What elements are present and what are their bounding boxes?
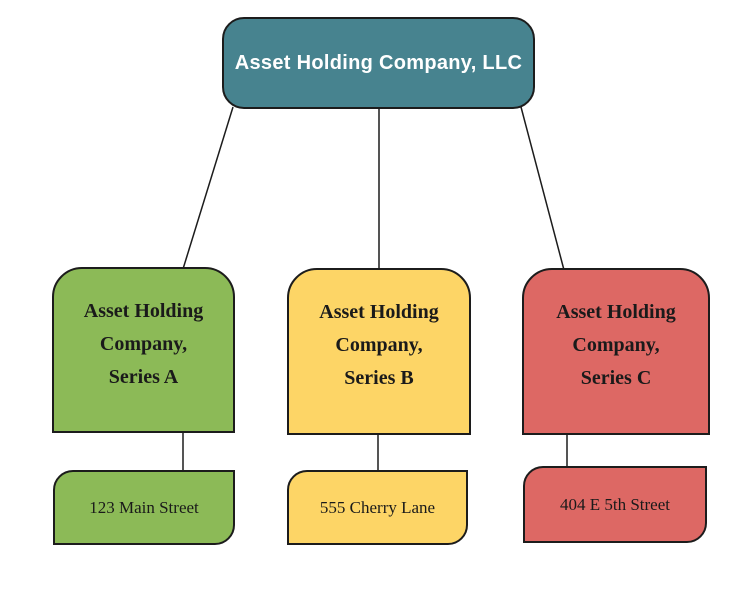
- node-address-series-c: 404 E 5th Street: [523, 466, 707, 543]
- node-series-c-label-line-1: Asset Holding: [556, 301, 676, 323]
- node-series-b-label-line-1: Asset Holding: [319, 301, 439, 323]
- node-series-c-label-line-3: Series C: [580, 367, 652, 389]
- node-series-b: Asset Holding Company, Series B: [287, 268, 471, 435]
- node-series-a-label-line-2: Company,: [99, 333, 188, 355]
- node-series-b-label-line-2: Company,: [335, 334, 423, 356]
- node-series-c: Asset Holding Company, Series C: [522, 268, 710, 435]
- node-root-company: Asset Holding Company, LLC: [222, 17, 535, 109]
- node-series-a: Asset Holding Company, Series A: [52, 267, 235, 433]
- address-series-a-label: 123 Main Street: [89, 497, 199, 517]
- node-series-a-label-line-3: Series A: [108, 366, 179, 388]
- address-series-b-label: 555 Cherry Lane: [319, 497, 436, 517]
- node-series-c-label-line-2: Company,: [572, 334, 660, 356]
- connector-root-to-series-a: [182, 106, 234, 270]
- node-series-a-label-line-1: Asset Holding: [83, 300, 204, 322]
- connector-root-to-series-c: [520, 106, 565, 271]
- node-address-series-a: 123 Main Street: [53, 470, 235, 545]
- node-address-series-b: 555 Cherry Lane: [287, 470, 468, 545]
- node-series-b-label-line-3: Series B: [344, 367, 414, 389]
- node-root-company-label: Asset Holding Company, LLC: [234, 51, 523, 74]
- address-series-c-label: 404 E 5th Street: [559, 494, 670, 514]
